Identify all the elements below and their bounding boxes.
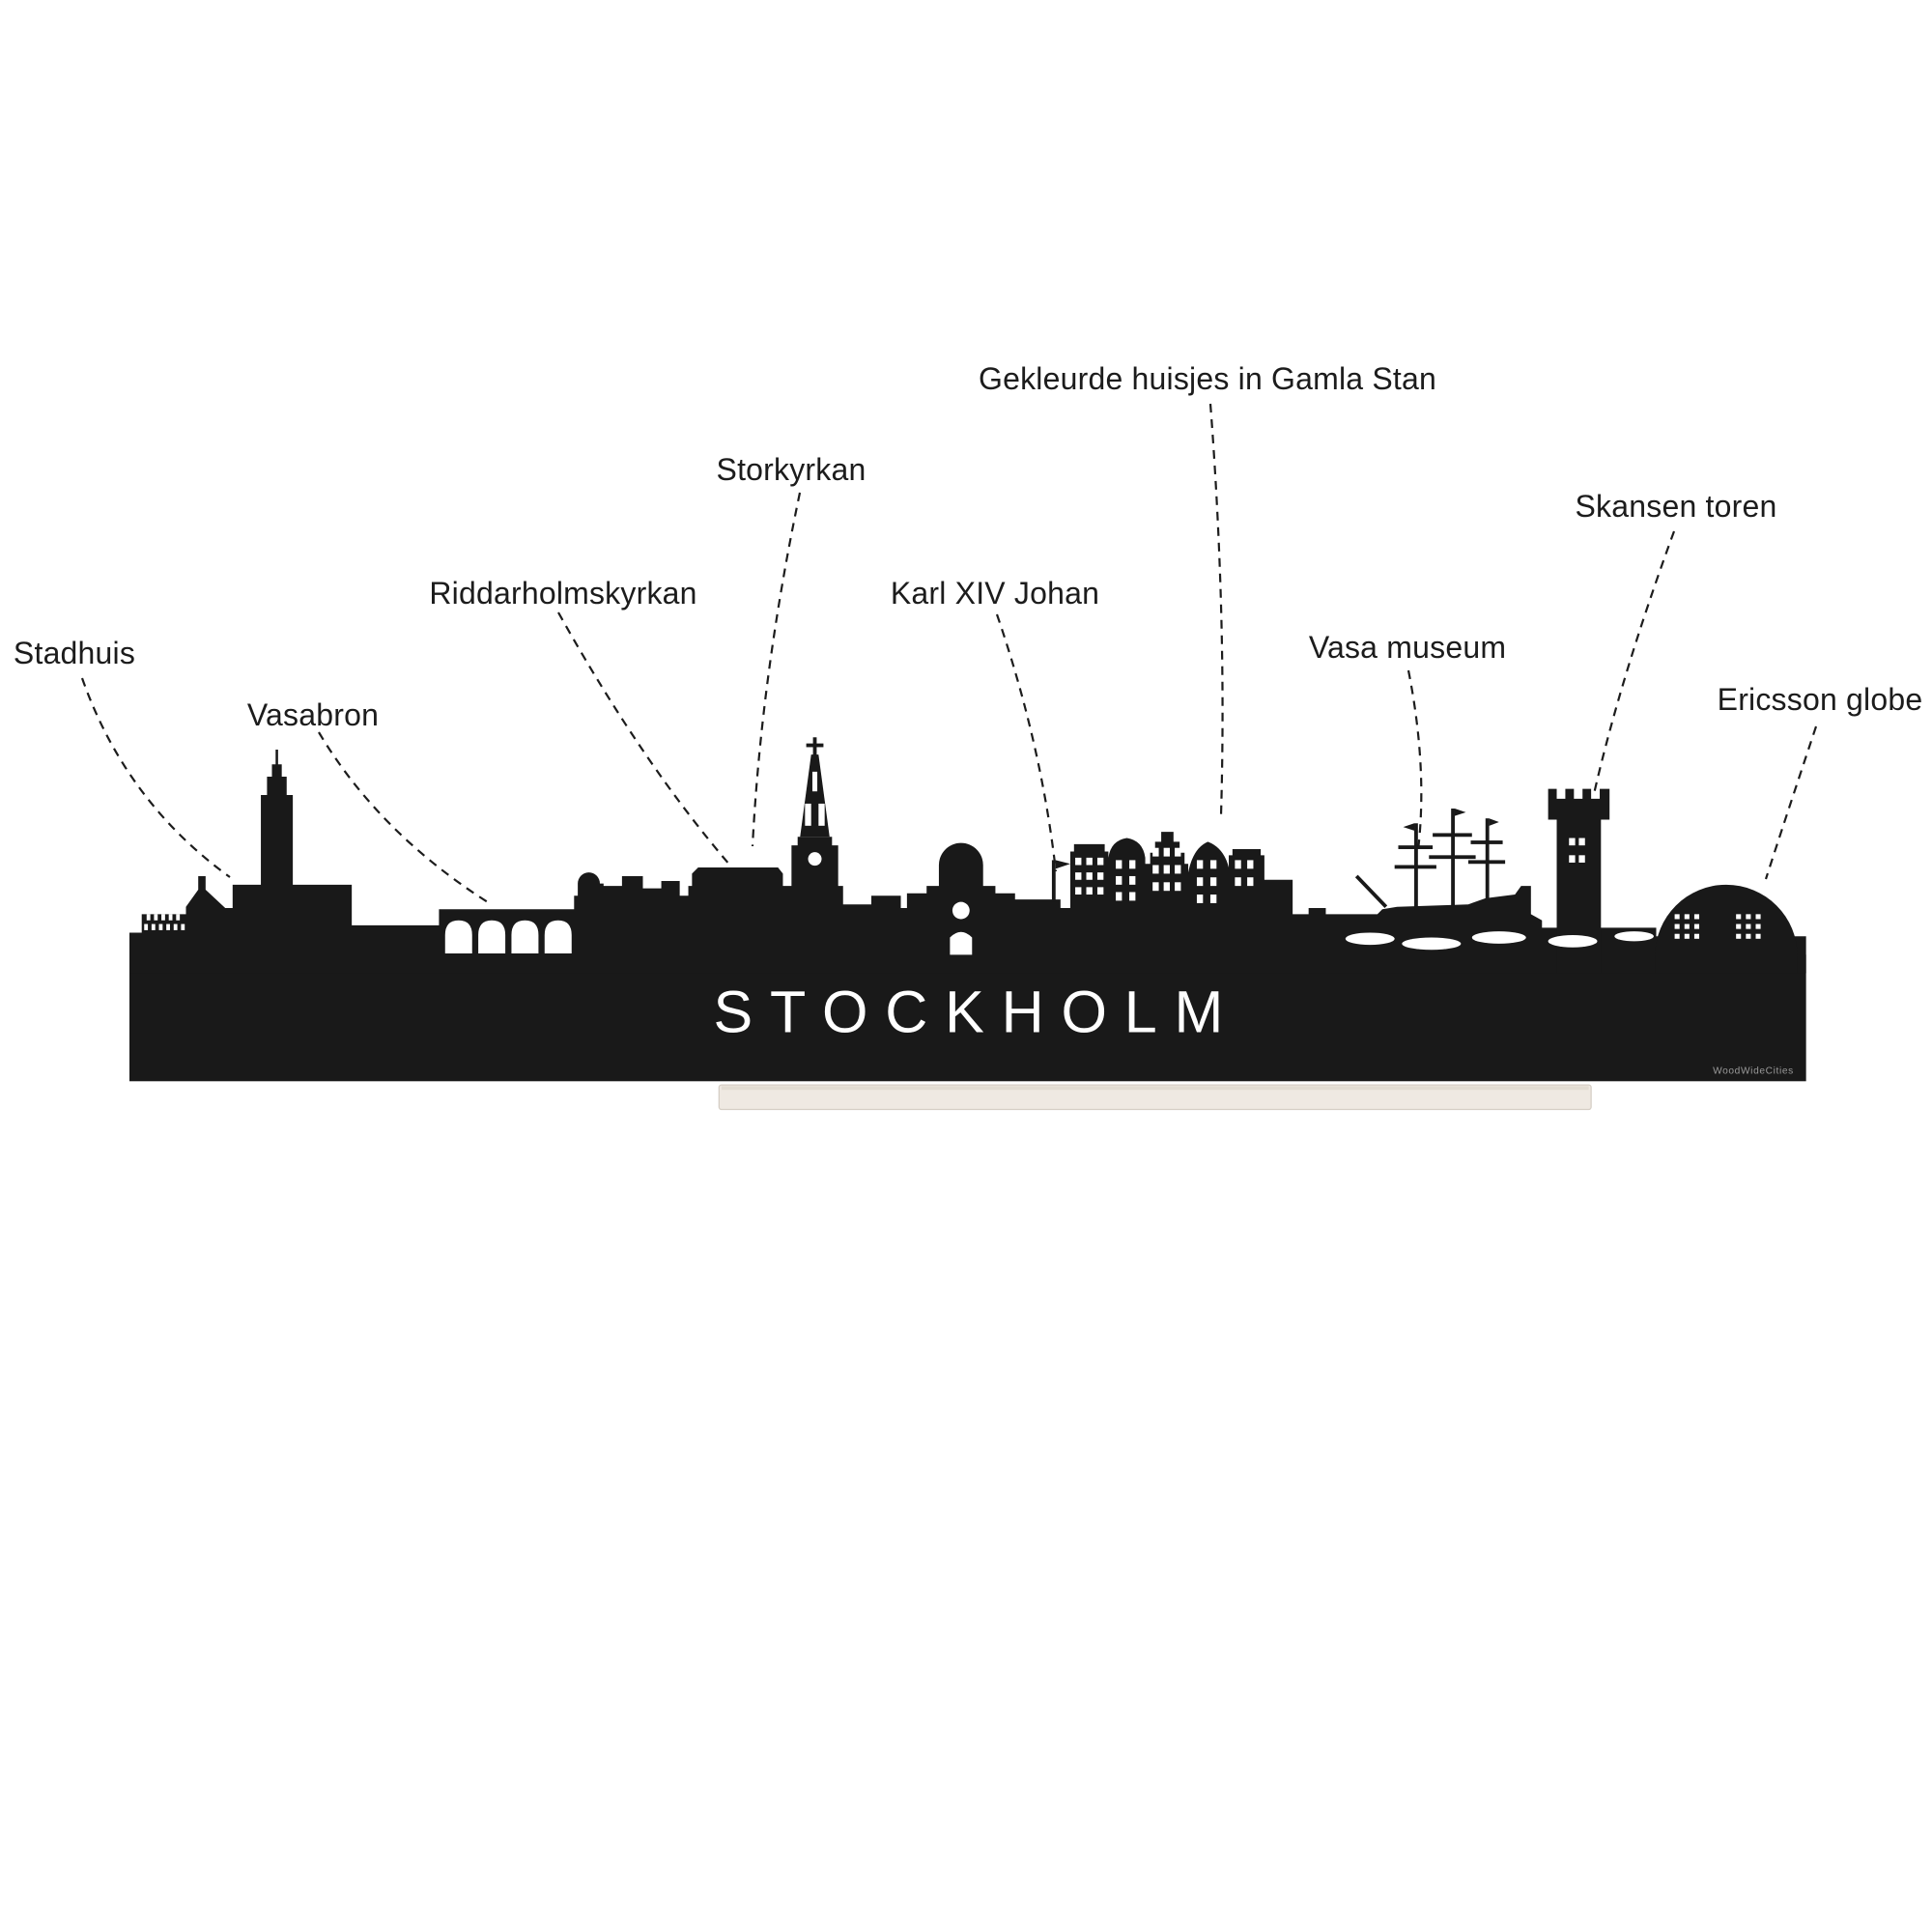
annotation-label-gamla-stan: Gekleurde huisjes in Gamla Stan — [979, 361, 1436, 396]
annotation-label-ericsson-globe: Ericsson globe — [1717, 682, 1923, 717]
skansen-tower — [1548, 788, 1610, 974]
leader-line-riddarholmskyrkan — [557, 611, 731, 867]
leader-line-vasa-museum — [1406, 669, 1423, 851]
city-name-cutout: STOCKHOLM — [714, 979, 1241, 1044]
skyline-buildings-outline — [129, 749, 1806, 974]
annotation-label-riddarholmskyrkan: Riddarholmskyrkan — [429, 576, 697, 611]
ericsson-globe-dome — [1655, 884, 1798, 974]
annotation-label-vasabron: Vasabron — [246, 697, 380, 732]
vasa-ship-masts — [1354, 809, 1506, 910]
leader-line-stadhuis — [80, 677, 231, 878]
skyline-silhouette: STOCKHOLM WoodWideCities — [129, 737, 1806, 1111]
leader-line-storkyrkan — [751, 492, 802, 847]
leader-line-ericsson-globe — [1764, 725, 1818, 880]
karl-xiv-johan-flagpole — [1051, 860, 1070, 902]
annotation-label-skansen-toren: Skansen toren — [1575, 489, 1777, 524]
leader-line-skansen-toren — [1592, 530, 1676, 795]
annotation-label-karl-xiv-johan: Karl XIV Johan — [890, 576, 1100, 611]
skyline-base — [129, 954, 1806, 1082]
silhouette-cutouts — [144, 771, 1761, 955]
annotation-label-stadhuis: Stadhuis — [13, 636, 136, 670]
maker-watermark: WoodWideCities — [1713, 1066, 1794, 1077]
leader-line-karl-xiv-johan — [995, 613, 1058, 872]
leader-line-gamla-stan — [1208, 403, 1224, 816]
annotation-label-storkyrkan: Storkyrkan — [716, 452, 867, 487]
annotation-label-vasa-museum: Vasa museum — [1308, 630, 1507, 665]
display-stand — [718, 1084, 1592, 1111]
